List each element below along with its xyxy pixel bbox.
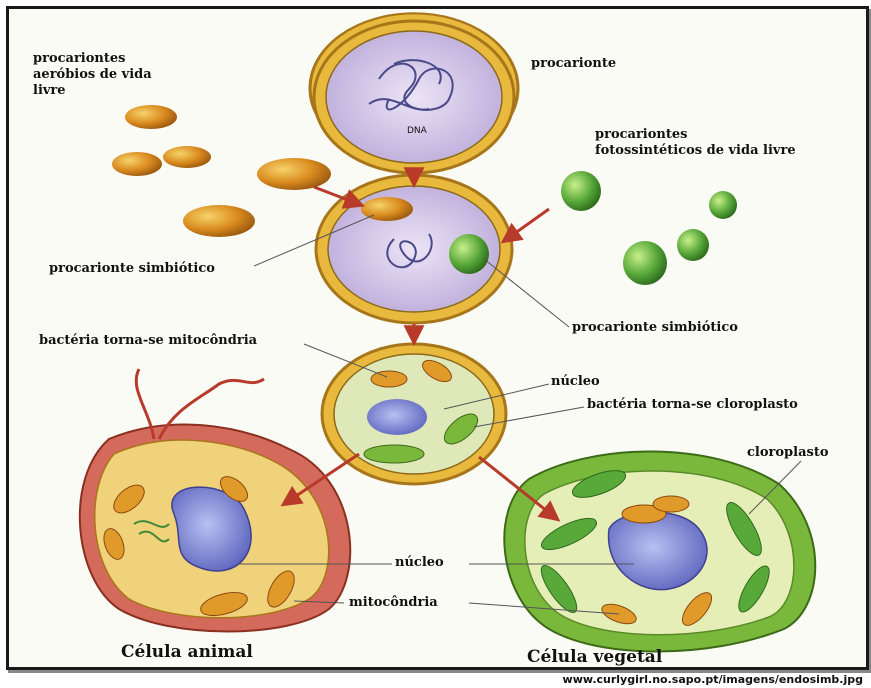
label-dna: DNA (407, 123, 427, 139)
label-aerobic-prokaryotes: procariontes aeróbios de vida livre (33, 51, 152, 99)
label-photosynthetic-prokaryotes: procariontes fotossintéticos de vida liv… (595, 127, 796, 159)
label-prokaryote: procarionte (531, 56, 616, 72)
label-symbiotic-right: procarionte simbiótico (572, 320, 738, 336)
prokaryote-cell (310, 13, 518, 173)
label-chloroplast-origin: bactéria torna-se cloroplasto (587, 397, 798, 413)
nucleus-small (367, 399, 427, 435)
photosynthetic-prokaryotes (561, 171, 737, 285)
source-url: www.curlygirl.no.sapo.pt/imagens/endosim… (563, 673, 863, 686)
label-aerobic-line3: livre (33, 83, 152, 99)
label-aerobic-line2: aeróbios de vida (33, 67, 152, 83)
label-symbiotic-left: procarionte simbiótico (49, 261, 215, 277)
plant-cell (504, 452, 815, 652)
chloroplast (364, 445, 424, 463)
label-animal-cell: Célula animal (121, 644, 253, 660)
label-chloroplast: cloroplasto (747, 445, 829, 461)
label-nucleus-bottom: núcleo (395, 555, 444, 571)
host-cell-middle (316, 175, 512, 323)
label-nucleus-top: núcleo (551, 374, 600, 390)
mitochondrion (371, 371, 407, 387)
label-mitochondrion-origin: bactéria torna-se mitocôndria (39, 333, 257, 349)
aerobic-prokaryotes (112, 105, 331, 237)
label-photosynthetic-line2: fotossintéticos de vida livre (595, 143, 796, 159)
diagram-frame: procariontes aeróbios de vida livre proc… (6, 6, 869, 670)
label-mitochondria: mitocôndria (349, 595, 438, 611)
animal-cell (80, 369, 350, 632)
label-aerobic-line1: procariontes (33, 51, 152, 67)
label-plant-cell: Célula vegetal (527, 649, 662, 665)
host-cell-lower (322, 344, 506, 484)
symbiotic-photosynthetic (449, 234, 489, 274)
label-photosynthetic-line1: procariontes (595, 127, 796, 143)
